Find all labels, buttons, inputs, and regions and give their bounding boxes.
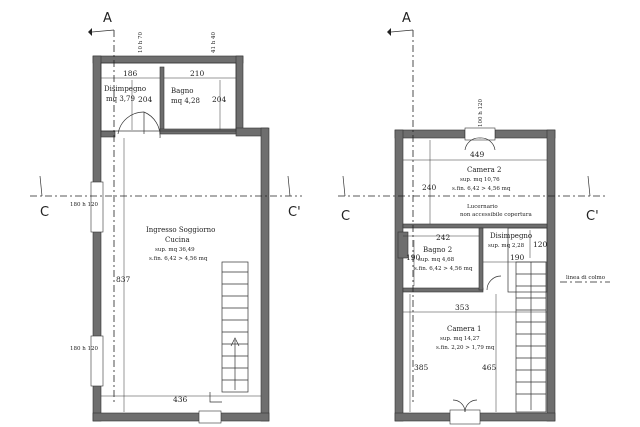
- ff-camera2-fin: s.fin. 6,42 > 4,56 mq: [452, 186, 511, 192]
- gf-living-area: sup. mq 36,49: [155, 247, 195, 253]
- gf-disimpegno-area: mq 3,79: [106, 95, 135, 103]
- gf-bagno-area: mq 4,28: [171, 97, 200, 105]
- gf-inner-wall-3: [159, 128, 237, 135]
- gf-door-swing-2: [143, 111, 161, 139]
- section-c-label-right-2: C': [586, 209, 599, 224]
- ff-wall-top-left: [394, 129, 466, 139]
- section-a-label-right: A: [402, 11, 411, 26]
- gf-side-window-2-dim: 180 h 120: [70, 346, 99, 352]
- ff-dim-449: 449: [470, 150, 485, 159]
- ff-door-swing-mid: [486, 275, 502, 291]
- gf-dim-204b: 204: [212, 95, 227, 104]
- gf-top-window-2-dim: 41 h 40: [211, 31, 217, 53]
- gf-section-a-arrow: [91, 29, 115, 33]
- ff-camera2-name: Camera 2: [467, 166, 502, 174]
- ff-wall-right: [546, 129, 556, 422]
- ff-dim-190b: 190: [510, 253, 525, 262]
- ff-bagno2-area: sup. mq 4,68: [418, 257, 455, 263]
- gf-door-swing-1: [117, 111, 145, 135]
- ff-bottom-window: [449, 409, 481, 425]
- ff-dim-353: 353: [455, 303, 470, 312]
- ground-floor-plan: [88, 28, 270, 424]
- ff-dim-385: 385: [414, 363, 429, 372]
- ff-section-c-tick-2: [587, 175, 591, 197]
- ff-lucernario-note: non accessibile copertura: [460, 212, 532, 218]
- gf-section-a-arrowhead: [88, 28, 92, 36]
- ff-staircase: [515, 261, 547, 413]
- gf-dim-837: 837: [116, 275, 131, 284]
- ff-inner-wall-2: [397, 231, 409, 259]
- ff-section-c-tick-1: [342, 175, 346, 197]
- ff-disimpegno-outline: [507, 227, 548, 293]
- ff-disimpegno-name: Disimpegno: [490, 232, 532, 240]
- gf-top-window-1-dim: 10 h 70: [138, 31, 144, 53]
- section-c-label-left-2: C': [288, 205, 301, 220]
- ff-camera1-fin: s.fin. 2,20 > 1,79 mq: [436, 345, 495, 351]
- ff-wall-left: [394, 129, 404, 422]
- gf-section-c-tick-2: [287, 175, 291, 197]
- ff-dim-465: 465: [482, 363, 497, 372]
- gf-dim-204a: 204: [138, 95, 153, 104]
- ff-dim-190a: 190: [406, 253, 421, 262]
- gf-wall-bottom: [92, 412, 270, 422]
- ff-door-swing-top: [464, 137, 496, 151]
- ff-dim-120: 120: [533, 240, 548, 249]
- ff-disimpegno-area: sup. mq 2,28: [488, 243, 525, 249]
- ff-dim-240: 240: [422, 183, 437, 192]
- gf-upper-rooms-outline: [100, 62, 237, 132]
- gf-inner-wall-1: [100, 130, 116, 138]
- ff-ridge-label: linea di colmo: [566, 275, 606, 281]
- ff-bagno2-name: Bagno 2: [423, 246, 452, 254]
- ff-section-a-arrowhead: [387, 28, 391, 36]
- section-c-label-left-1: C: [40, 205, 49, 220]
- gf-inner-wall-2: [159, 66, 165, 134]
- ff-camera1-name: Camera 1: [447, 325, 482, 333]
- ff-dim-242: 242: [436, 233, 451, 242]
- ff-camera1-area: sup. mq 14,27: [440, 336, 480, 342]
- gf-wall-right: [260, 127, 270, 422]
- ff-bagno2-fin: s.fin. 6,42 > 4,56 mq: [414, 266, 473, 272]
- ff-lucernario-name: Lucernario: [467, 204, 498, 210]
- gf-dim-210: 210: [190, 69, 205, 78]
- gf-staircase: [209, 261, 249, 403]
- gf-dim-186: 186: [123, 69, 138, 78]
- gf-disimpegno-name: Disimpegno: [104, 85, 146, 93]
- gf-side-window-2: [90, 335, 104, 387]
- ff-wall-top-right: [494, 129, 556, 139]
- gf-living-fin: s.fin. 6,42 > 4,56 mq: [149, 256, 208, 262]
- ff-inner-wall-3: [402, 287, 484, 293]
- gf-dim-436: 436: [173, 395, 188, 404]
- gf-living-name: Ingresso Soggiorno: [146, 226, 215, 234]
- ff-top-window-dim: 100 h 120: [478, 98, 484, 127]
- gf-side-window-1-dim: 180 h 120: [70, 202, 99, 208]
- gf-entry-door: [198, 410, 222, 424]
- gf-side-window-1: [90, 181, 104, 233]
- ff-inner-wall-1: [402, 223, 548, 229]
- ff-camera2-area: sup. mq 10,76: [460, 177, 500, 183]
- section-a-label-left: A: [103, 11, 112, 26]
- ff-top-window: [464, 127, 496, 141]
- section-c-label-right-1: C: [341, 209, 350, 224]
- gf-section-c-tick-1: [39, 175, 43, 197]
- ff-bottom-door-swing-2: [452, 399, 466, 413]
- gf-bagno-name: Bagno: [171, 87, 194, 95]
- first-floor-plan: [387, 28, 610, 425]
- gf-wall-top: [92, 55, 244, 64]
- ff-section-a-arrow: [390, 29, 414, 33]
- ff-inner-wall-4: [478, 227, 484, 291]
- gf-living-name2: Cucina: [165, 236, 190, 244]
- gf-wall-right-upper: [235, 55, 244, 133]
